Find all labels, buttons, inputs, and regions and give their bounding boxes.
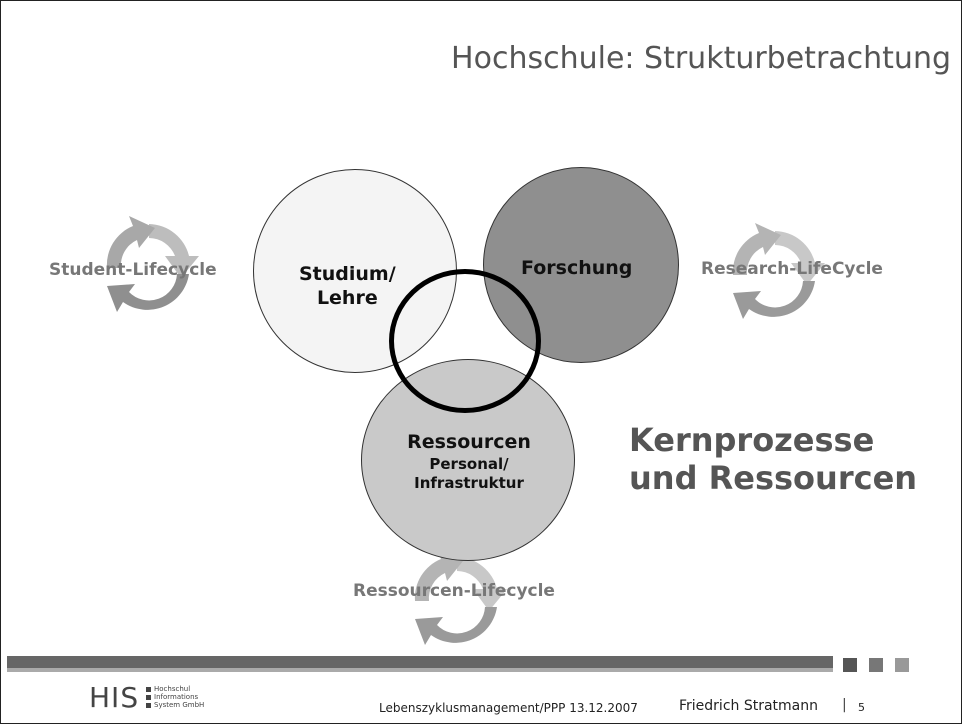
kernprozesse-line2: und Ressourcen bbox=[629, 459, 918, 498]
studium-label: Studium/ Lehre bbox=[299, 263, 396, 311]
his-logo-subtitle: Hochschul Informations System GmbH bbox=[146, 685, 204, 709]
bullet-icon bbox=[146, 686, 151, 692]
his-logo: HIS bbox=[89, 681, 140, 714]
footer-author: Friedrich Stratmann bbox=[679, 698, 819, 714]
bullet-icon bbox=[146, 694, 151, 700]
research-lifecycle-label: Research-LifeCycle bbox=[701, 259, 883, 279]
bullet-icon bbox=[146, 702, 151, 708]
center-ring bbox=[389, 269, 541, 413]
student-lifecycle-label: Student-Lifecycle bbox=[49, 260, 217, 280]
footer-bar bbox=[7, 656, 833, 668]
ressourcen-cycle-icon bbox=[414, 549, 507, 645]
studium-label-line2: Lehre bbox=[316, 286, 378, 309]
ressourcen-label-line3: Infrastruktur bbox=[414, 473, 524, 492]
his-sub-line2: Informations bbox=[154, 693, 199, 702]
his-sub-line1: Hochschul bbox=[154, 685, 191, 693]
footer-square-1 bbox=[843, 658, 857, 672]
ressourcen-label: Ressourcen Personal/ Infrastruktur bbox=[399, 431, 539, 492]
footer-divider: | bbox=[842, 697, 847, 713]
ressourcen-label-line2: Personal/ bbox=[429, 454, 509, 473]
footer-square-2 bbox=[869, 658, 883, 672]
ressourcen-label-line1: Ressourcen bbox=[407, 431, 531, 453]
student-cycle-icon bbox=[106, 216, 199, 312]
footer-square-3 bbox=[895, 658, 909, 672]
footer-presentation: Lebenszyklusmanagement/PPP 13.12.2007 bbox=[379, 701, 638, 715]
research-cycle-icon bbox=[732, 223, 825, 319]
kernprozesse-line1: Kernprozesse bbox=[629, 421, 875, 459]
slide-title: Hochschule: Strukturbetrachtung bbox=[451, 41, 951, 76]
studium-label-line1: Studium/ bbox=[299, 263, 396, 285]
his-sub-line3: System GmbH bbox=[154, 701, 205, 710]
page-number: 5 bbox=[858, 701, 865, 714]
forschung-label: Forschung bbox=[521, 257, 633, 279]
ressourcen-lifecycle-label: Ressourcen-Lifecycle bbox=[353, 581, 555, 601]
kernprozesse-heading: Kernprozesse und Ressourcen bbox=[629, 421, 917, 498]
footer-bar-shadow bbox=[7, 668, 833, 672]
